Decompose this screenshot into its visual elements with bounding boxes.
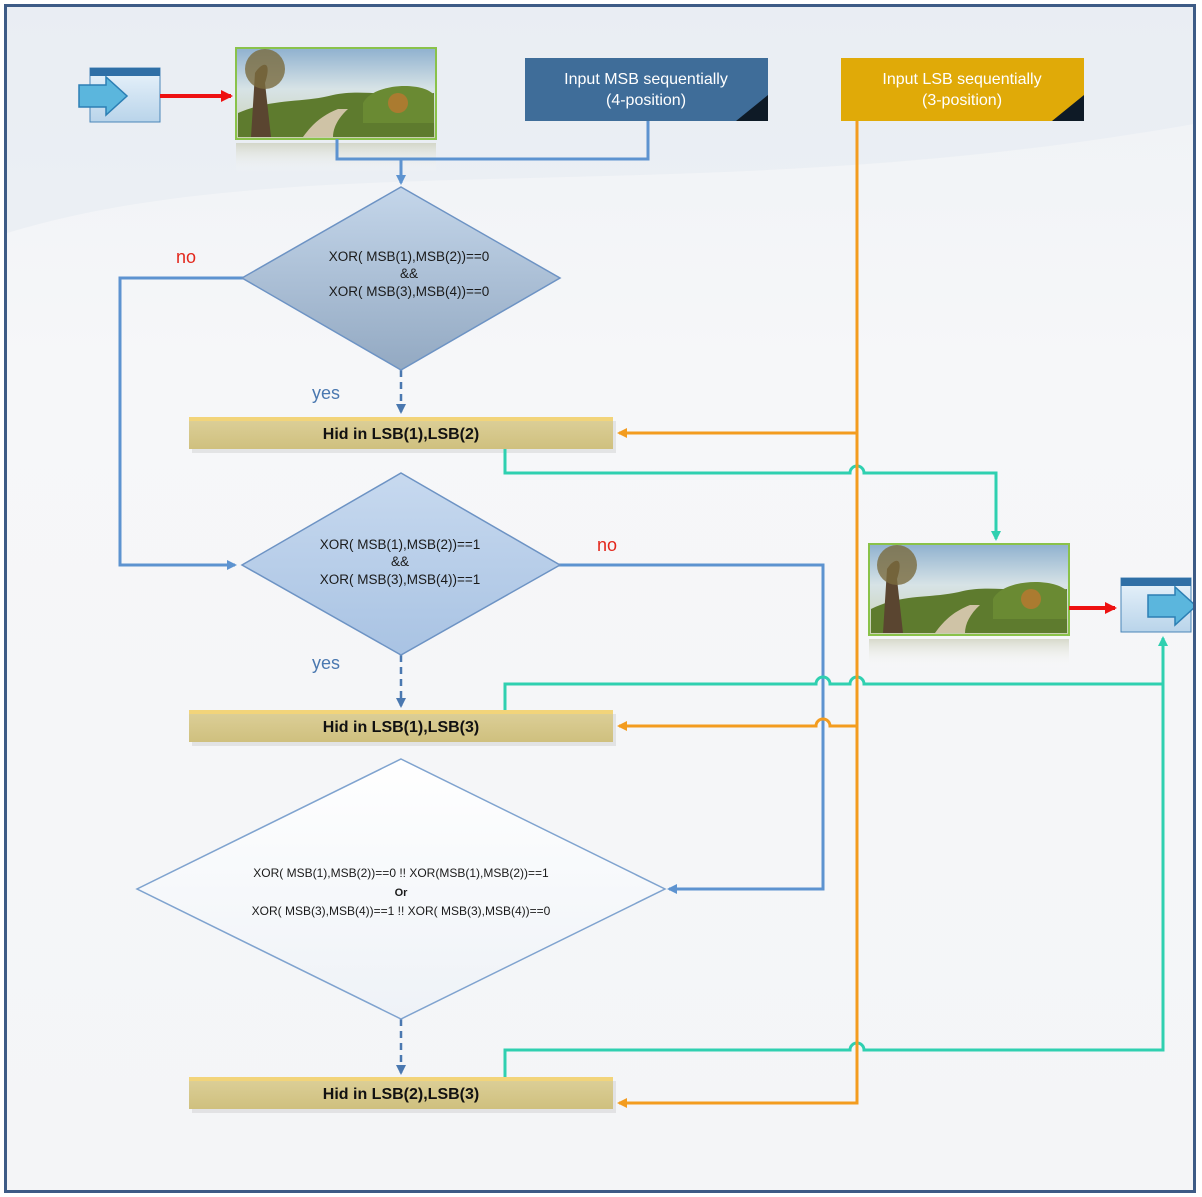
process-3-label: Hid in LSB(2),LSB(3) xyxy=(323,1086,479,1103)
lsb-box-line2: (3-position) xyxy=(922,92,1002,109)
decision-2-line3: XOR( MSB(3),MSB(4))==1 xyxy=(320,572,481,587)
decision-3: XOR( MSB(1),MSB(2))==0 !! XOR(MSB(1),MSB… xyxy=(135,758,667,1020)
decision-1-line2: && xyxy=(400,266,418,281)
decision-2-line1: XOR( MSB(1),MSB(2))==1 xyxy=(320,537,481,552)
msb-connectors xyxy=(118,121,825,894)
flowchart-canvas: Input MSB sequentially (4-position) Inpu… xyxy=(7,7,1196,1113)
diagram-frame: Input MSB sequentially (4-position) Inpu… xyxy=(4,4,1196,1193)
start-arrow-icon[interactable] xyxy=(78,67,161,123)
msb-box-line2: (4-position) xyxy=(606,92,686,109)
stego-image-reflection xyxy=(869,639,1069,669)
decision-3-line3: XOR( MSB(3),MSB(4))==1 !! XOR( MSB(3),MS… xyxy=(252,904,551,918)
yes-label-2: yes xyxy=(312,653,340,673)
process-1: Hid in LSB(1),LSB(2) xyxy=(189,417,616,453)
process-1-label: Hid in LSB(1),LSB(2) xyxy=(323,426,479,443)
stego-image xyxy=(868,543,1070,669)
process-2: Hid in LSB(1),LSB(3) xyxy=(189,710,616,746)
decision-1: XOR( MSB(1),MSB(2))==0 && XOR( MSB(3),MS… xyxy=(240,186,562,371)
input-msb-box: Input MSB sequentially (4-position) xyxy=(525,58,768,121)
msb-box-line1: Input MSB sequentially xyxy=(564,71,728,88)
input-lsb-box: Input LSB sequentially (3-position) xyxy=(841,58,1084,121)
cover-image xyxy=(235,47,437,173)
decision-2-line2: && xyxy=(391,554,409,569)
lsb-connectors xyxy=(617,121,859,1108)
decision-3-line2: Or xyxy=(395,887,409,899)
process-3: Hid in LSB(2),LSB(3) xyxy=(189,1077,616,1113)
no-label-2: no xyxy=(597,535,617,555)
decision-1-line3: XOR( MSB(3),MSB(4))==0 xyxy=(329,284,490,299)
decision-2: XOR( MSB(1),MSB(2))==1 && XOR( MSB(3),MS… xyxy=(240,472,562,656)
yes-label-1: yes xyxy=(312,383,340,403)
end-arrow-icon[interactable] xyxy=(1120,577,1196,633)
lsb-box-line1: Input LSB sequentially xyxy=(882,71,1041,88)
process-2-label: Hid in LSB(1),LSB(3) xyxy=(323,719,479,736)
decision-1-line1: XOR( MSB(1),MSB(2))==0 xyxy=(329,249,490,264)
no-label-1: no xyxy=(176,247,196,267)
decision-3-line1: XOR( MSB(1),MSB(2))==0 !! XOR(MSB(1),MSB… xyxy=(253,866,549,880)
